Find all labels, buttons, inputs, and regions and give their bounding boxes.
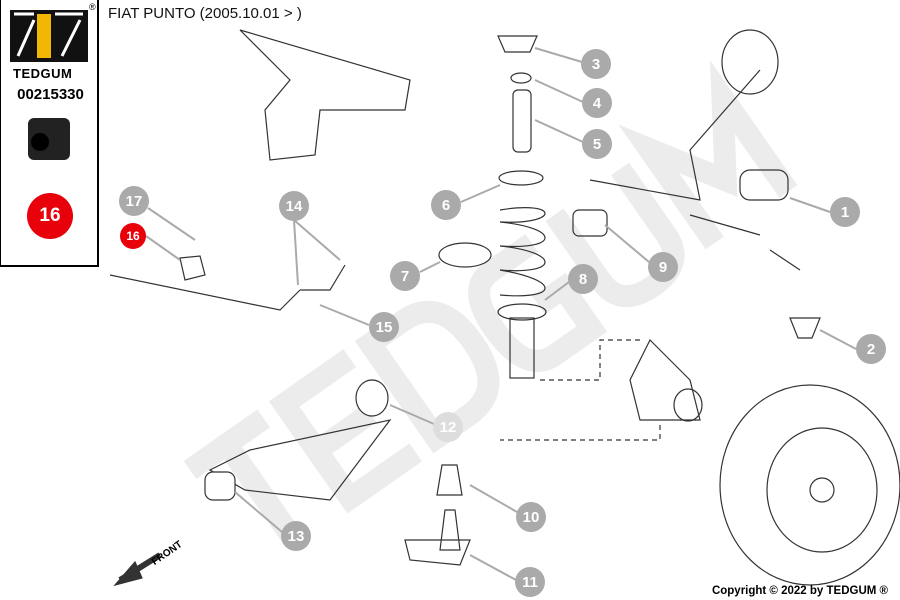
bearing (438, 242, 492, 268)
stabilizer-bar (109, 255, 346, 311)
callout-10: 10 (516, 502, 546, 532)
ball-joint (404, 464, 471, 566)
callout-13: 13 (281, 521, 311, 551)
callout-3: 3 (581, 49, 611, 79)
callout-4: 4 (582, 88, 612, 118)
callout-12: 12 (433, 412, 463, 442)
subframe (239, 29, 411, 161)
part-position-badge: 16 (27, 193, 73, 239)
copyright: Copyright © 2022 by TEDGUM ® (711, 585, 888, 597)
steering (572, 29, 821, 339)
bushing-photo (28, 118, 70, 160)
callout-2: 2 (856, 334, 886, 364)
callout-5: 5 (582, 129, 612, 159)
strut-mount (497, 35, 544, 186)
brand-name: TEDGUM (13, 66, 73, 81)
vehicle-title: FIAT PUNTO (2005.10.01 > ) (108, 5, 302, 22)
front-arrow-icon (113, 552, 162, 587)
wheel (719, 384, 900, 586)
control-arm (204, 379, 392, 501)
callout-6: 6 (431, 190, 461, 220)
part-info-panel: ® TEDGUM 00215330 16 (0, 0, 99, 267)
registered-mark: ® (89, 2, 96, 12)
part-number: 00215330 (17, 86, 84, 103)
callout-7: 7 (390, 261, 420, 291)
callout-14: 14 (279, 191, 309, 221)
callout-15: 15 (369, 312, 399, 342)
callout-16-highlighted: 16 (120, 223, 146, 249)
coil-spring (497, 207, 547, 379)
callout-9: 9 (648, 252, 678, 282)
logo-icon (10, 10, 88, 62)
knuckle (629, 338, 703, 422)
callout-8: 8 (568, 264, 598, 294)
callout-17: 17 (119, 186, 149, 216)
callout-leaders (145, 47, 857, 581)
callout-1: 1 (830, 197, 860, 227)
callout-11: 11 (515, 567, 545, 597)
